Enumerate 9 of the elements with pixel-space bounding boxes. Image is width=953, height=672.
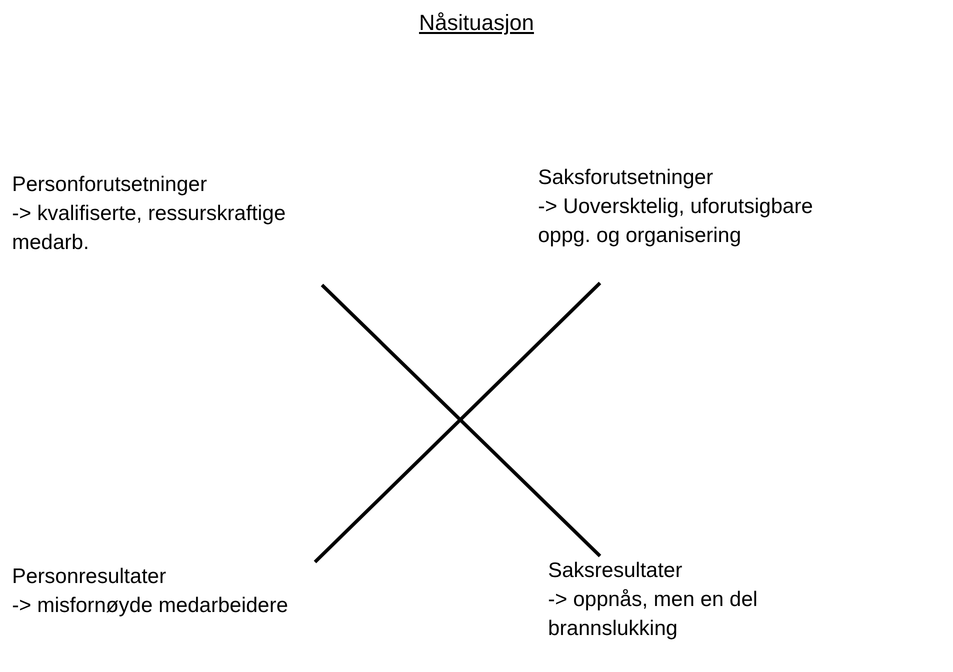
node-description: -> kvalifiserte, ressurskraftige medarb. <box>12 201 287 256</box>
node-description: -> misfornøyde medarbeidere <box>12 593 290 619</box>
node-heading: Saksresultater <box>548 558 684 584</box>
node-description: -> oppnås, men en del brannslukking <box>548 587 759 642</box>
node-heading: Personforutsetninger <box>12 172 208 198</box>
diagram-title: Nåsituasjon <box>418 10 535 36</box>
node-heading: Saksforutsetninger <box>538 165 714 191</box>
node-description: -> Uoversktelig, uforutsigbare oppg. og organisering <box>538 194 814 249</box>
node-heading: Personresultater <box>12 564 168 590</box>
